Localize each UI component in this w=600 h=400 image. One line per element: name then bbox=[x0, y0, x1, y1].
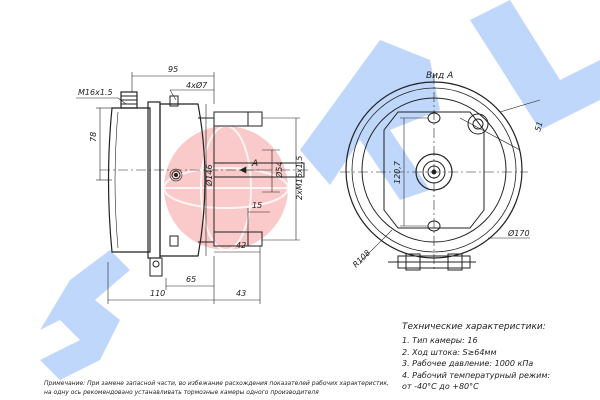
dim-holes: 4xØ7 bbox=[186, 80, 208, 90]
dim-stud-thread: 2хМ16х1,5 bbox=[295, 156, 304, 200]
watermark-letter-s bbox=[40, 250, 130, 380]
side-view bbox=[76, 72, 310, 304]
tech-item: 2. Ход штока: S≥64мм bbox=[402, 347, 497, 357]
footnote-line: на одну ось рекомендовано устанавливать … bbox=[44, 389, 319, 396]
dim-thread-m16: M16x1.5 bbox=[78, 88, 113, 97]
dim-15: 15 bbox=[252, 201, 262, 210]
front-view bbox=[340, 74, 541, 271]
bracket-plate bbox=[383, 111, 485, 229]
dim-146: Ø146 bbox=[204, 164, 214, 187]
footnote: Примечание: При замене запасной части, в… bbox=[44, 379, 389, 397]
tech-item: от -40°С до +80°С bbox=[402, 382, 479, 391]
view-arrow-label: A bbox=[251, 159, 258, 169]
dim-r108: R108 bbox=[351, 248, 372, 269]
dim-54: Ø54 bbox=[274, 162, 284, 179]
dim-170: Ø170 bbox=[507, 228, 530, 238]
mounting-stud-top bbox=[213, 111, 263, 127]
rear-housing bbox=[107, 107, 151, 253]
air-port bbox=[467, 113, 489, 135]
footnote-line: Примечание: При замене запасной части, в… bbox=[44, 380, 389, 387]
dim-43: 43 bbox=[236, 289, 246, 298]
watermark-logo bbox=[40, 0, 600, 380]
dim-78: 78 bbox=[89, 132, 98, 142]
tech-item: 3. Рабочее давление: 1000 кПа bbox=[402, 359, 534, 368]
dim-95: 95 bbox=[168, 65, 178, 74]
mounting-stud-bottom bbox=[213, 231, 263, 247]
dim-120: 120,7 bbox=[393, 160, 402, 184]
tech-item: 4. Рабочий температурный режим: bbox=[402, 370, 551, 380]
tech-item: 1. Тип камеры: 16 bbox=[402, 336, 478, 345]
front-housing bbox=[159, 103, 206, 257]
watermark-letter-l bbox=[470, 0, 600, 130]
dim-110: 110 bbox=[150, 289, 165, 298]
view-label: Вид А bbox=[426, 71, 453, 81]
clamp-lug bbox=[397, 255, 471, 269]
dim-51: 51 bbox=[533, 120, 544, 132]
dim-65: 65 bbox=[186, 275, 196, 284]
watermark-letter-r bbox=[300, 40, 440, 200]
watermark-globe bbox=[164, 126, 288, 250]
clamp-bolt bbox=[149, 257, 163, 277]
tech-specs: Технические характеристики: 1. Тип камер… bbox=[402, 322, 550, 393]
tech-title: Технические характеристики: bbox=[402, 322, 546, 332]
dim-42: 42 bbox=[236, 241, 246, 250]
